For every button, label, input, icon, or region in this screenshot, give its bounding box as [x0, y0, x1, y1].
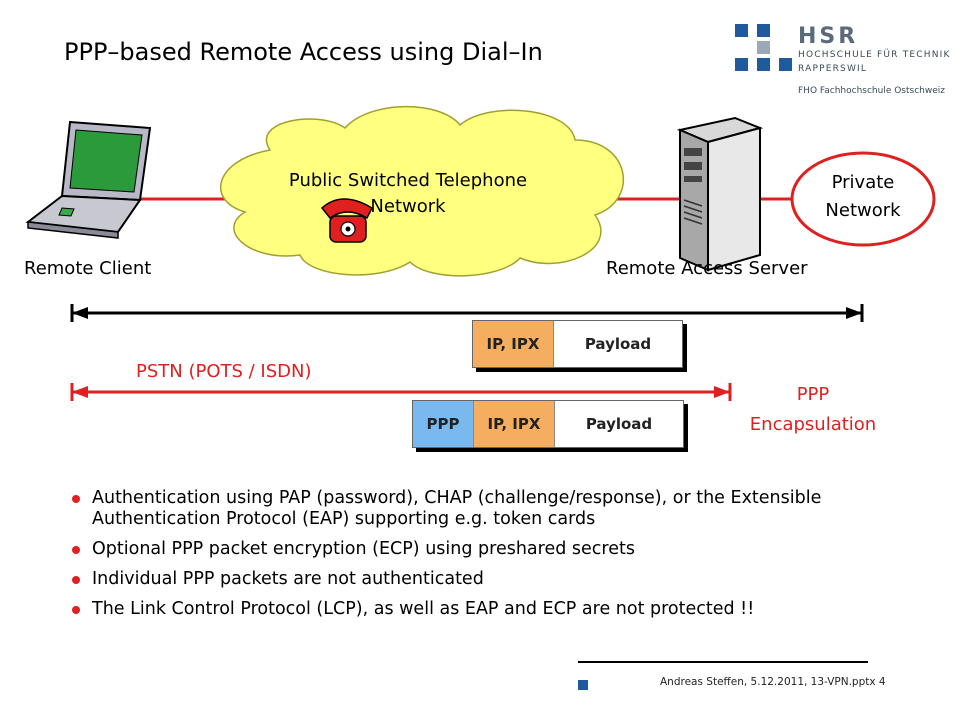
logo-name: HSR — [798, 24, 859, 49]
pstn-span — [70, 383, 732, 401]
end-to-end-span — [70, 304, 864, 322]
ppp-encapsulation-label-2: Encapsulation — [749, 414, 877, 435]
bullet-item: Optional PPP packet encryption (ECP) usi… — [72, 539, 932, 560]
ppp-encapsulation-label-1: PPP — [796, 384, 830, 405]
packet-ipx-segment: IP, IPX — [474, 401, 554, 447]
pstn-cloud — [219, 105, 624, 277]
laptop-icon — [25, 120, 152, 239]
packet-payload-segment: Payload — [554, 401, 683, 447]
cloud-label-1: Public Switched Telephone — [288, 170, 528, 191]
pstn-label: PSTN (POTS / ISDN) — [136, 361, 312, 382]
logo-line-2: RAPPERSWIL — [798, 64, 868, 74]
footer-text: Andreas Steffen, 5.12.2011, 13-VPN.pptx … — [660, 676, 886, 688]
footer-square-icon — [578, 680, 588, 690]
hsr-logo-mark — [735, 24, 792, 71]
network-diagram — [25, 105, 936, 401]
footer-divider — [578, 661, 868, 663]
private-network-label-1: Private — [831, 172, 895, 193]
bullet-item: Authentication using PAP (password), CHA… — [72, 488, 932, 530]
logo-line-1: HOCHSCHULE FÜR TECHNIK — [798, 50, 951, 60]
telephone-icon — [320, 198, 373, 243]
remote-access-server-label: Remote Access Server — [606, 258, 808, 279]
ip-packet: IP, IPX Payload — [472, 320, 683, 368]
packet-ppp-segment: PPP — [413, 401, 474, 447]
remote-client-label: Remote Client — [24, 258, 152, 279]
server-icon — [676, 116, 764, 272]
packet-ipx-segment: IP, IPX — [473, 321, 553, 367]
logo-line-3: FHO Fachhochschule Ostschweiz — [798, 86, 945, 96]
private-network-ellipse — [790, 151, 936, 247]
bullet-item: Individual PPP packets are not authentic… — [72, 569, 932, 590]
cloud-label-2: Network — [370, 196, 446, 217]
private-network-label-2: Network — [825, 200, 901, 221]
packet-payload-segment: Payload — [553, 321, 682, 367]
bullet-item: The Link Control Protocol (LCP), as well… — [72, 599, 932, 620]
page-title: PPP–based Remote Access using Dial–In — [64, 38, 543, 66]
bullet-list: Authentication using PAP (password), CHA… — [72, 488, 932, 629]
ppp-packet: PPP IP, IPX Payload — [412, 400, 684, 448]
